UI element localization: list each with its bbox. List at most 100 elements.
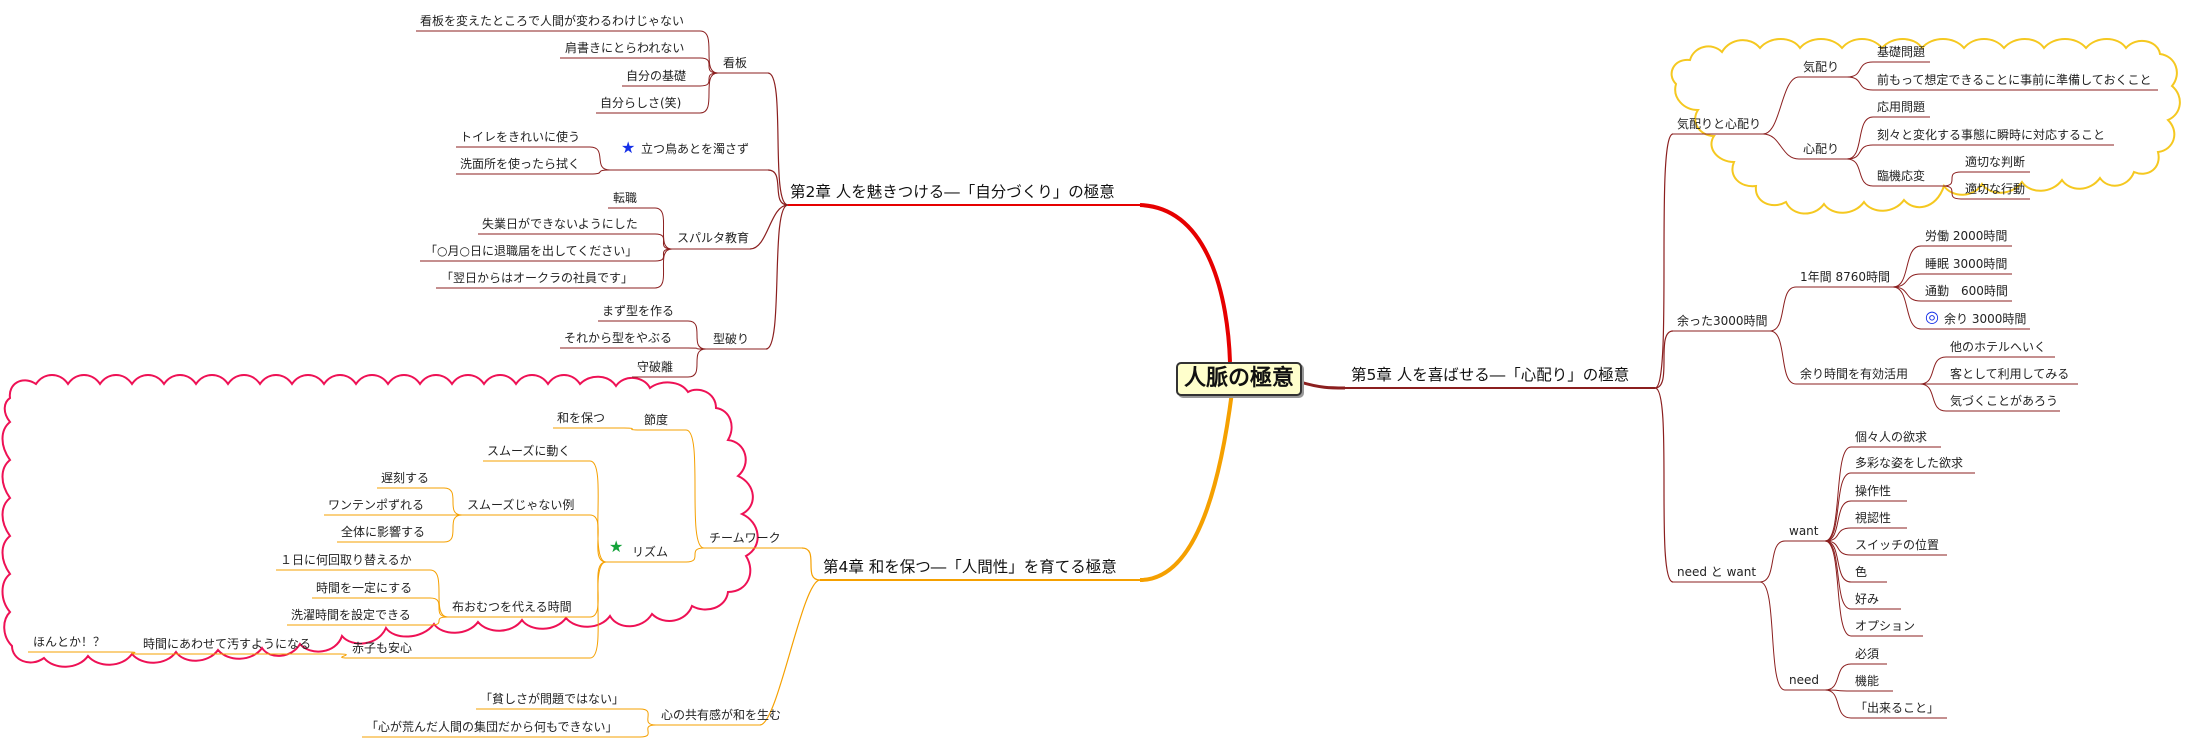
double-circle-icon: ◎: [1925, 307, 1939, 326]
ch5-title[interactable]: 第5章 人を喜ばせる―「心配り」の極意: [1351, 366, 1630, 384]
need-item-1[interactable]: 必須: [1855, 647, 1880, 661]
ki-fan-link-0: [1846, 61, 1874, 78]
year-item-2[interactable]: 睡眠 3000時間: [1925, 257, 2008, 271]
applied-item[interactable]: 刻々と変化する事態に瞬時に対応すること: [1877, 128, 2106, 142]
want-fan-link-1: [1824, 472, 1852, 542]
central-topic[interactable]: 人脈の極意: [1176, 362, 1302, 396]
diaper-label[interactable]: 布おむつを代える時間: [452, 600, 572, 614]
want-item-6[interactable]: 色: [1855, 565, 1868, 579]
want-item-4[interactable]: 視認性: [1855, 511, 1892, 525]
need-fan-link-2: [1824, 689, 1852, 719]
ch5-main-link: [1299, 380, 1346, 390]
setsudo-item-1[interactable]: 和を保つ: [557, 411, 606, 425]
rhythm-label[interactable]: リズム: [632, 545, 669, 559]
kanban-item-2[interactable]: 肩書きにとらわれない: [565, 41, 685, 55]
ch4-title[interactable]: 第4章 和を保つ―「人間性」を育てる極意: [823, 558, 1117, 576]
ch2-title[interactable]: 第2章 人を魅きつける―「自分づくり」の極意: [790, 183, 1115, 201]
not-smooth-label[interactable]: スムーズじゃない例: [467, 498, 575, 512]
teamwork-fan-link-1: [685, 547, 705, 563]
baby-fan-link-0: [339, 653, 349, 659]
year-label[interactable]: 1年間 8760時間: [1800, 270, 1890, 284]
ch2-fan-link-2: [749, 204, 789, 250]
need-item-2[interactable]: 機能: [1855, 674, 1880, 688]
baby-subsub[interactable]: ほんとか！？: [33, 635, 106, 649]
kokoro-label[interactable]: 心の共有感が和を生む: [661, 708, 782, 722]
ki-label[interactable]: 気配り: [1803, 60, 1840, 74]
year-fan-link-1: [1892, 273, 1922, 288]
rinki-label[interactable]: 臨機応変: [1877, 169, 1926, 183]
kokoro-kubari-label[interactable]: 心配り: [1803, 142, 1840, 156]
applied-label[interactable]: 応用問題: [1877, 100, 1926, 114]
kokoro-kubari-fan-link-0: [1846, 116, 1874, 160]
kanban-item-1[interactable]: 看板を変えたところで人間が変わるわけじゃない: [420, 14, 685, 28]
year-item-1[interactable]: 労働 2000時間: [1925, 229, 2008, 243]
diaper-item-1[interactable]: １日に何回取り替えるか: [280, 553, 412, 567]
ki-basic[interactable]: 基礎問題: [1877, 45, 1926, 59]
rinki-item-2[interactable]: 適切な行動: [1965, 182, 2026, 196]
sparta-label[interactable]: スパルタ教育: [677, 231, 750, 245]
want-item-8[interactable]: オプション: [1855, 619, 1916, 633]
katayaburi-item-3[interactable]: 守破離: [637, 360, 674, 374]
use-item-2[interactable]: 客として利用してみる: [1950, 367, 2070, 381]
tatsutori-label[interactable]: 立つ鳥あとを濁さず: [641, 142, 750, 156]
need-want-label[interactable]: need と want: [1677, 565, 1757, 579]
year-item-3[interactable]: 通勤 600時間: [1925, 284, 2008, 298]
need-label[interactable]: need: [1789, 673, 1819, 687]
want-item-1[interactable]: 個々人の欲求: [1855, 430, 1928, 444]
need-item-3[interactable]: 「出来ること」: [1855, 701, 1940, 715]
kanban-item-4[interactable]: 自分らしさ(笑): [600, 96, 682, 110]
kokoro-fan-link-0: [639, 708, 657, 726]
kokoro-item-1[interactable]: 「貧しさが問題ではない」: [480, 692, 625, 706]
want-item-7[interactable]: 好み: [1855, 592, 1880, 606]
katayaburi-item-1[interactable]: まず型を作る: [602, 304, 675, 318]
baby-label[interactable]: 赤子も安心: [352, 641, 413, 655]
sparta-item-1[interactable]: 転職: [613, 191, 638, 205]
year-item-4[interactable]: 余り 3000時間: [1944, 312, 2027, 326]
smooth-label[interactable]: スムーズに動く: [487, 444, 571, 458]
want-item-5[interactable]: スイッチの位置: [1855, 538, 1940, 552]
katayaburi-item-2[interactable]: それから型をやぶる: [564, 331, 673, 345]
sparta-item-2[interactable]: 失業日ができないようにした: [482, 217, 638, 231]
not-smooth-fan-link-2: [443, 514, 463, 543]
diaper-item-2[interactable]: 時間を一定にする: [316, 581, 413, 595]
want-label[interactable]: want: [1789, 524, 1819, 538]
use-item-3[interactable]: 気づくことがあろう: [1950, 394, 2059, 408]
amatta-label[interactable]: 余った3000時間: [1677, 314, 1768, 328]
not-smooth-fan-link-0: [443, 487, 463, 516]
ch4-fan-link-1: [759, 579, 821, 726]
ki-basic-item[interactable]: 前もって想定できることに事前に準備しておくこと: [1877, 73, 2152, 87]
diaper-item-3[interactable]: 洗濯時間を設定できる: [291, 608, 411, 622]
tatsutori-item-1[interactable]: トイレをきれいに使う: [460, 130, 581, 144]
kanban-item-3[interactable]: 自分の基礎: [626, 69, 687, 83]
need-want-fan-link-1: [1759, 581, 1786, 691]
kokoro-item-2[interactable]: 「心が荒んだ人間の集団だから何もできない」: [366, 720, 618, 734]
sparta-item-4[interactable]: 「翌日からはオークラの社員です」: [441, 271, 634, 285]
want-item-3[interactable]: 操作性: [1855, 484, 1892, 498]
teamwork-label[interactable]: チームワーク: [709, 531, 781, 545]
diaper-fan-link-1: [429, 597, 449, 618]
kikubari-label[interactable]: 気配りと心配り: [1677, 117, 1762, 131]
setsudo-label[interactable]: 節度: [644, 413, 669, 427]
want-item-2[interactable]: 多彩な姿をした欲求: [1855, 456, 1964, 470]
rhythm-fan-link-0: [589, 460, 607, 563]
tatsutori-item-2[interactable]: 洗面所を使ったら拭く: [460, 157, 581, 171]
kanban-label[interactable]: 看板: [723, 56, 748, 70]
not-smooth-item-2[interactable]: ワンテンポずれる: [328, 498, 425, 512]
use-item-1[interactable]: 他のホテルへいく: [1950, 340, 2047, 354]
not-smooth-item-1[interactable]: 遅刻する: [381, 471, 430, 485]
not-smooth-item-3[interactable]: 全体に影響する: [341, 525, 426, 539]
sparta-fan-link-1: [654, 233, 673, 250]
ch2-main-link: [1139, 203, 1232, 363]
rhythm-fan-link-3: [589, 561, 607, 659]
katayaburi-label[interactable]: 型破り: [713, 332, 750, 346]
use-label[interactable]: 余り時間を有効活用: [1800, 367, 1909, 381]
baby-sub[interactable]: 時間にあわせて汚すようになる: [143, 637, 312, 651]
blue-star-icon: ★: [621, 138, 636, 157]
sparta-item-3[interactable]: 「○月○日に退職届を出してください」: [425, 244, 638, 258]
ch4-main-link: [1139, 391, 1234, 582]
kanban-fan-link-0: [699, 30, 719, 74]
want-fan-link-6: [1824, 540, 1852, 610]
rinki-item-1[interactable]: 適切な判断: [1965, 155, 2026, 169]
cloud-boundary-rhythm: [1, 374, 759, 668]
kikubari-fan-link-0: [1762, 76, 1800, 135]
